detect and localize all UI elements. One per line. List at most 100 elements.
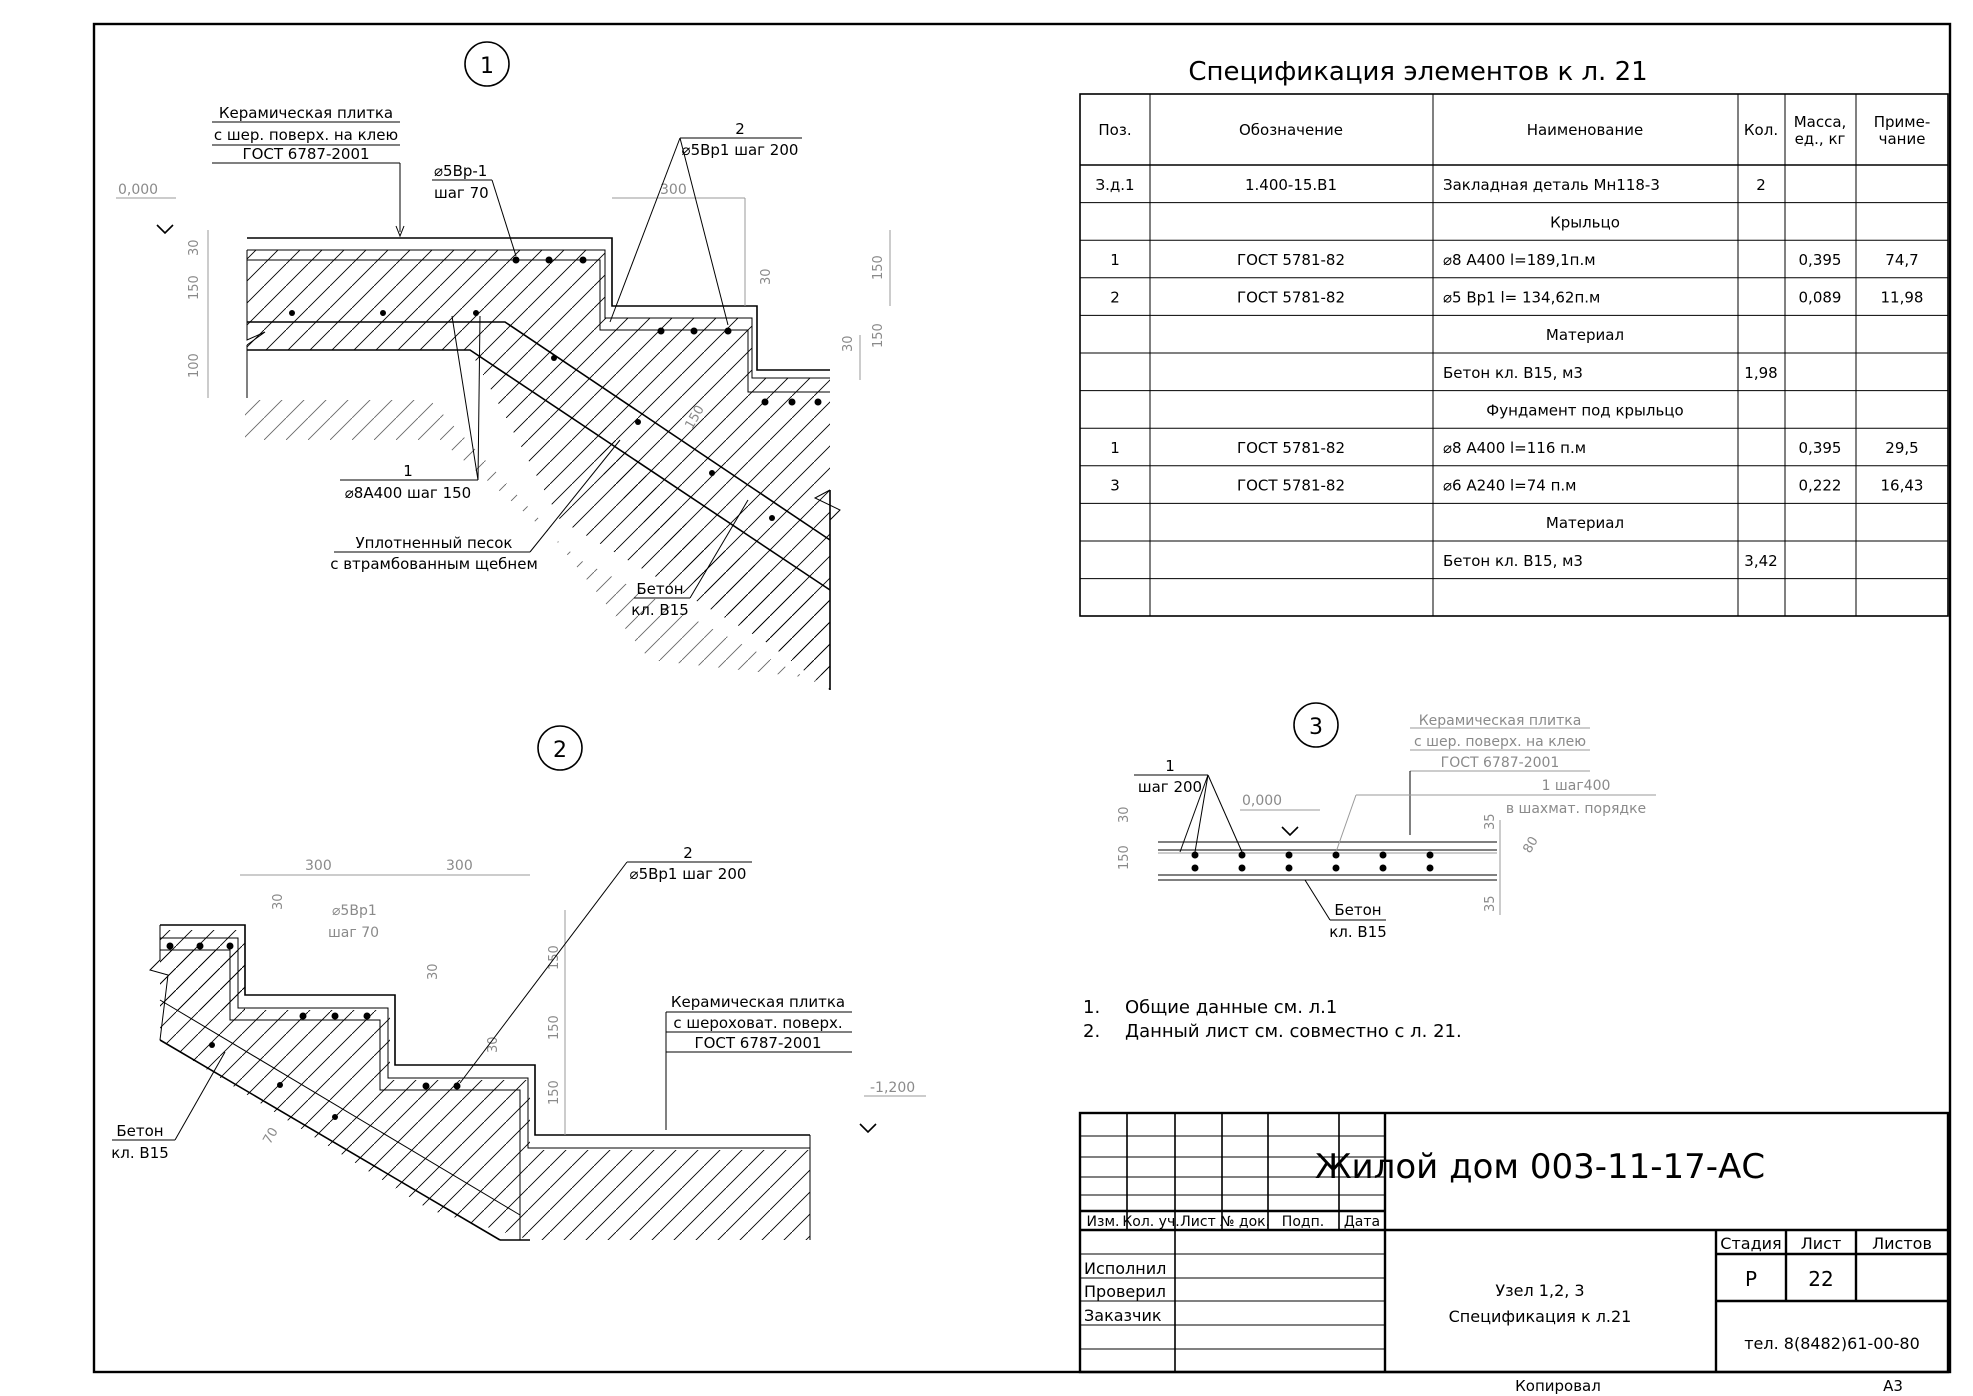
copied-label: Копировал: [1515, 1377, 1601, 1395]
spec-cell-name: ⌀6 А240 l=74 п.м: [1443, 477, 1576, 495]
sand-label-1: Уплотненный песок: [356, 534, 513, 552]
level-mark-2: -1,200: [870, 1080, 915, 1096]
node-number-2: 2: [553, 738, 567, 763]
stage-value: Р: [1745, 1267, 1757, 1291]
svg-text:30: 30: [759, 268, 774, 285]
sheet-name-line1: Узел 1,2, 3: [1495, 1281, 1584, 1300]
svg-text:кл. В15: кл. В15: [111, 1144, 169, 1162]
spec-cell-pos: 3: [1110, 477, 1120, 495]
bar1-label-3: шаг 200: [1138, 778, 1202, 796]
project-title: Жилой дом 003-11-17-АС: [1315, 1147, 1765, 1187]
spec-cell-name: Крыльцо: [1550, 213, 1620, 231]
svg-text:Листов: Листов: [1872, 1234, 1932, 1253]
level-mark-3: 0,000: [1242, 793, 1282, 809]
tile-label-1-line1: Керамическая плитка: [219, 104, 393, 122]
format-label: А3: [1883, 1377, 1903, 1395]
svg-text:Лист: Лист: [1180, 1214, 1215, 1230]
bar2-label-2: ⌀5Вр1 шаг 200: [630, 865, 747, 883]
svg-text:30: 30: [187, 239, 202, 256]
svg-text:Подп.: Подп.: [1282, 1214, 1324, 1230]
svg-text:100: 100: [187, 353, 202, 378]
spec-cell-name: ⌀5 Вр1 l= 134,62п.м: [1443, 289, 1600, 307]
spec-header-pos: Поз.: [1098, 121, 1131, 139]
svg-text:Стадия: Стадия: [1720, 1234, 1781, 1253]
role-customer: Заказчик: [1084, 1306, 1162, 1325]
mesh-label-1: ⌀5Вр-1: [434, 162, 487, 180]
spec-cell-name: ⌀8 А400 l=189,1п.м: [1443, 251, 1596, 269]
spec-cell-pos: З.д.1: [1095, 176, 1134, 194]
spec-cell-pos: 1: [1110, 439, 1120, 457]
spec-cell-note: 11,98: [1881, 289, 1924, 307]
spec-cell-mass: 0,089: [1799, 289, 1842, 307]
spec-cell-note: 74,7: [1885, 251, 1918, 269]
svg-text:Кол. уч.: Кол. уч.: [1122, 1214, 1179, 1230]
role-executed: Исполнил: [1084, 1259, 1166, 1278]
svg-text:кл. В15: кл. В15: [631, 601, 689, 619]
svg-text:150: 150: [871, 255, 886, 280]
detail-1: 1 0,000 30 150 100: [116, 41, 891, 690]
spec-row: З.д.1 1.400-15.В1 Закладная деталь Мн118-3…: [1095, 176, 1765, 194]
spec-row: Фундамент под крыльцо: [1486, 401, 1683, 419]
node-number-1: 1: [480, 54, 494, 79]
spec-row: Материал: [1546, 326, 1624, 344]
svg-text:Лист: Лист: [1801, 1234, 1842, 1253]
spec-cell-pos: 2: [1110, 289, 1120, 307]
spec-cell-pos: 1: [1110, 251, 1120, 269]
svg-text:30: 30: [841, 335, 856, 352]
detail-2: 2 300 300 30 30 30 150 150 150 70 -1,200: [111, 725, 926, 1241]
svg-text:Изм.: Изм.: [1087, 1214, 1120, 1230]
node-marker-2: [537, 725, 583, 771]
sheet-name-line2: Спецификация к л.21: [1449, 1307, 1632, 1326]
svg-text:30: 30: [426, 963, 441, 980]
svg-text:кл. В15: кл. В15: [1329, 923, 1387, 941]
svg-text:2: 2: [735, 120, 745, 138]
sheet-frame: [92, 22, 1952, 1374]
concrete-label-3: Бетон: [1334, 901, 1381, 919]
phone: тел. 8(8482)61-00-80: [1744, 1334, 1920, 1353]
spec-cell-mass: 0,395: [1799, 251, 1842, 269]
svg-text:70: 70: [260, 1125, 281, 1147]
svg-text:1: 1: [403, 462, 413, 480]
node-marker-1: [464, 41, 510, 87]
svg-text:300: 300: [305, 858, 332, 874]
node-number-3: 3: [1309, 715, 1323, 740]
spec-cell-name: Закладная деталь Мн118-3: [1443, 176, 1660, 194]
concrete-label-2: Бетон: [116, 1122, 163, 1140]
svg-text:с втрамбованным щебнем: с втрамбованным щебнем: [330, 555, 538, 573]
spec-header-note: Приме-чание: [1874, 113, 1931, 148]
spec-cell-name: Материал: [1546, 326, 1624, 344]
spec-row: Материал: [1546, 514, 1624, 532]
spec-title: Спецификация элементов к л. 21: [1188, 57, 1647, 87]
svg-text:№ док.: № док.: [1220, 1214, 1270, 1230]
svg-text:ГОСТ 6787-2001: ГОСТ 6787-2001: [694, 1034, 821, 1052]
mesh-label-2: ⌀5Вр1: [332, 903, 377, 919]
svg-text:30: 30: [1117, 806, 1132, 823]
svg-text:30: 30: [271, 893, 286, 910]
spec-cell-code: 1.400-15.В1: [1245, 176, 1337, 194]
spec-header-name: Наименование: [1527, 121, 1644, 139]
spec-cell-name: Бетон кл. В15, м3: [1443, 552, 1583, 570]
note-2-number: 2.: [1083, 1021, 1100, 1042]
tile-label-1-line3: ГОСТ 6787-2001: [242, 145, 369, 163]
spec-cell-note: 29,5: [1885, 439, 1918, 457]
svg-text:300: 300: [660, 182, 687, 198]
spec-cell-name: Фундамент под крыльцо: [1486, 401, 1683, 419]
svg-text:80: 80: [1520, 834, 1541, 856]
bar1b-label-3: 1 шаг400: [1542, 778, 1611, 794]
spec-row: Крыльцо: [1550, 213, 1620, 231]
level-mark-1: 0,000: [118, 182, 158, 198]
bar2-label-1: ⌀5Вр1 шаг 200: [682, 141, 799, 159]
spec-cell-mass: 0,395: [1799, 439, 1842, 457]
spec-cell-code: ГОСТ 5781-82: [1237, 439, 1345, 457]
svg-text:300: 300: [446, 858, 473, 874]
node-marker-3: [1293, 702, 1339, 748]
svg-text:с шероховат. поверх.: с шероховат. поверх.: [673, 1014, 842, 1032]
detail-3: 3 30 150 35 80 35 0,000 1 шаг 200 Керами…: [1117, 702, 1656, 941]
spec-header-mass: Масса,ед., кг: [1794, 113, 1847, 148]
notes: 1. Общие данные см. л.1 2. Данный лист с…: [1083, 997, 1462, 1042]
